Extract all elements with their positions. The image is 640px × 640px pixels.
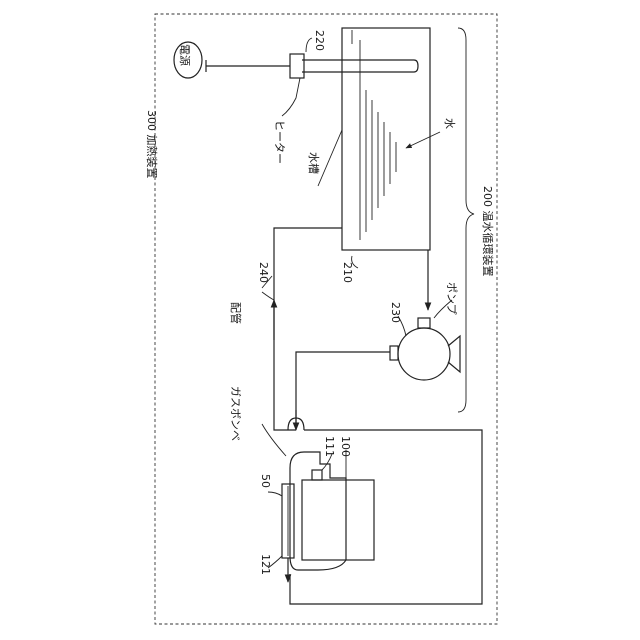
- label-hot-water-device: 200 温水循環装置: [481, 186, 494, 277]
- gas-cylinder: [282, 452, 374, 570]
- label-heating-device: 300 加熱装置: [145, 110, 158, 179]
- label-ref-50: 50: [259, 474, 272, 488]
- label-piping: 配管: [229, 302, 243, 324]
- label-ref-121: 121: [259, 554, 272, 575]
- label-water-tank: 水槽: [307, 152, 320, 174]
- label-ref-210: 210: [341, 262, 354, 283]
- label-ref-100: 100: [339, 436, 352, 457]
- label-ref-111: 111: [323, 436, 336, 457]
- heater: [206, 54, 418, 78]
- heating-device-boundary: [155, 14, 497, 624]
- label-power-source: 電源: [178, 44, 192, 66]
- water-surface-lines: [360, 40, 396, 240]
- label-water: 水: [443, 118, 456, 129]
- pump: [390, 318, 460, 380]
- label-ref-220: 220: [313, 30, 326, 51]
- label-gas-cylinder: ガスボンベ: [229, 386, 242, 441]
- label-ref-240: 240: [257, 262, 270, 283]
- label-pump: ポンプ: [445, 282, 458, 315]
- label-ref-230: 230: [389, 302, 402, 323]
- label-heater: ヒーター: [273, 120, 286, 164]
